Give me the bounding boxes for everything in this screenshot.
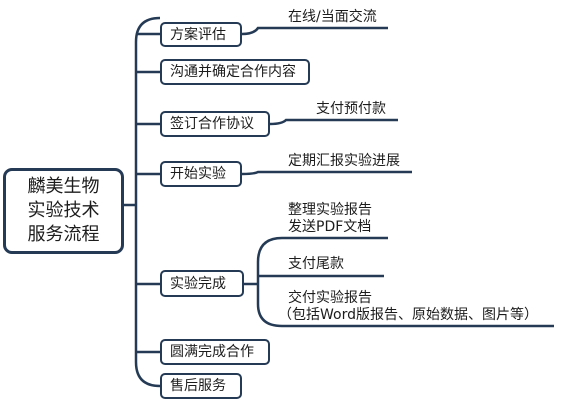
leaf-line-3 [269, 118, 398, 126]
leaf-line-1 [241, 26, 388, 36]
leaf-text-line-1: 整理实验报告 [288, 202, 372, 218]
branch-node-start-experiment: 开始实验 [160, 161, 242, 187]
branch-label-1: 方案评估 [170, 26, 226, 43]
leaf-organize-report: 整理实验报告 发送PDF文档 [288, 202, 372, 236]
leaf-prepayment: 支付预付款 [316, 101, 386, 118]
leaf-text-line-2: 发送PDF文档 [288, 219, 372, 235]
branch-label-2: 沟通并确定合作内容 [170, 64, 296, 80]
leaf-deliver-report: 交付实验报告 （包括Word版报告、原始数据、图片等） [278, 290, 538, 324]
leaf-final-payment: 支付尾款 [288, 256, 344, 273]
branch-node-experiment-complete: 实验完成 [160, 270, 244, 297]
trunk-line [134, 16, 161, 388]
root-line-3: 服务流程 [27, 224, 100, 245]
root-line-2: 实验技术 [27, 200, 100, 221]
branch-label-6: 圆满完成合作 [170, 344, 254, 360]
leaf-online-communication: 在线/当面交流 [288, 9, 377, 26]
branch-label-5: 实验完成 [170, 275, 226, 292]
leaf-text-line-2: （包括Word版报告、原始数据、图片等） [278, 307, 538, 323]
branch-node-sign-agreement: 签订合作协议 [160, 111, 270, 137]
leaf-progress-report: 定期汇报实验进展 [288, 153, 400, 170]
sub-trunk-line [244, 236, 283, 328]
branch-label-7: 售后服务 [170, 378, 226, 394]
branch-node-after-sales: 售后服务 [160, 373, 242, 399]
branch-node-confirm-cooperation: 沟通并确定合作内容 [160, 59, 310, 85]
root-line-1: 麟美生物 [27, 176, 100, 197]
branch-label-4: 开始实验 [170, 166, 226, 182]
root-node: 麟美生物 实验技术 服务流程 [3, 168, 124, 254]
branch-node-cooperation-done: 圆满完成合作 [160, 339, 270, 365]
branch-node-scheme-evaluation: 方案评估 [160, 22, 242, 47]
leaf-text: 支付尾款 [288, 256, 344, 272]
branch-label-3: 签订合作协议 [170, 116, 254, 132]
leaf-text: 支付预付款 [316, 101, 386, 117]
leaf-text: 定期汇报实验进展 [288, 153, 400, 169]
leaf-line-4 [241, 170, 412, 176]
leaf-text-line-1: 交付实验报告 [288, 290, 372, 306]
leaf-text: 在线/当面交流 [288, 9, 377, 25]
